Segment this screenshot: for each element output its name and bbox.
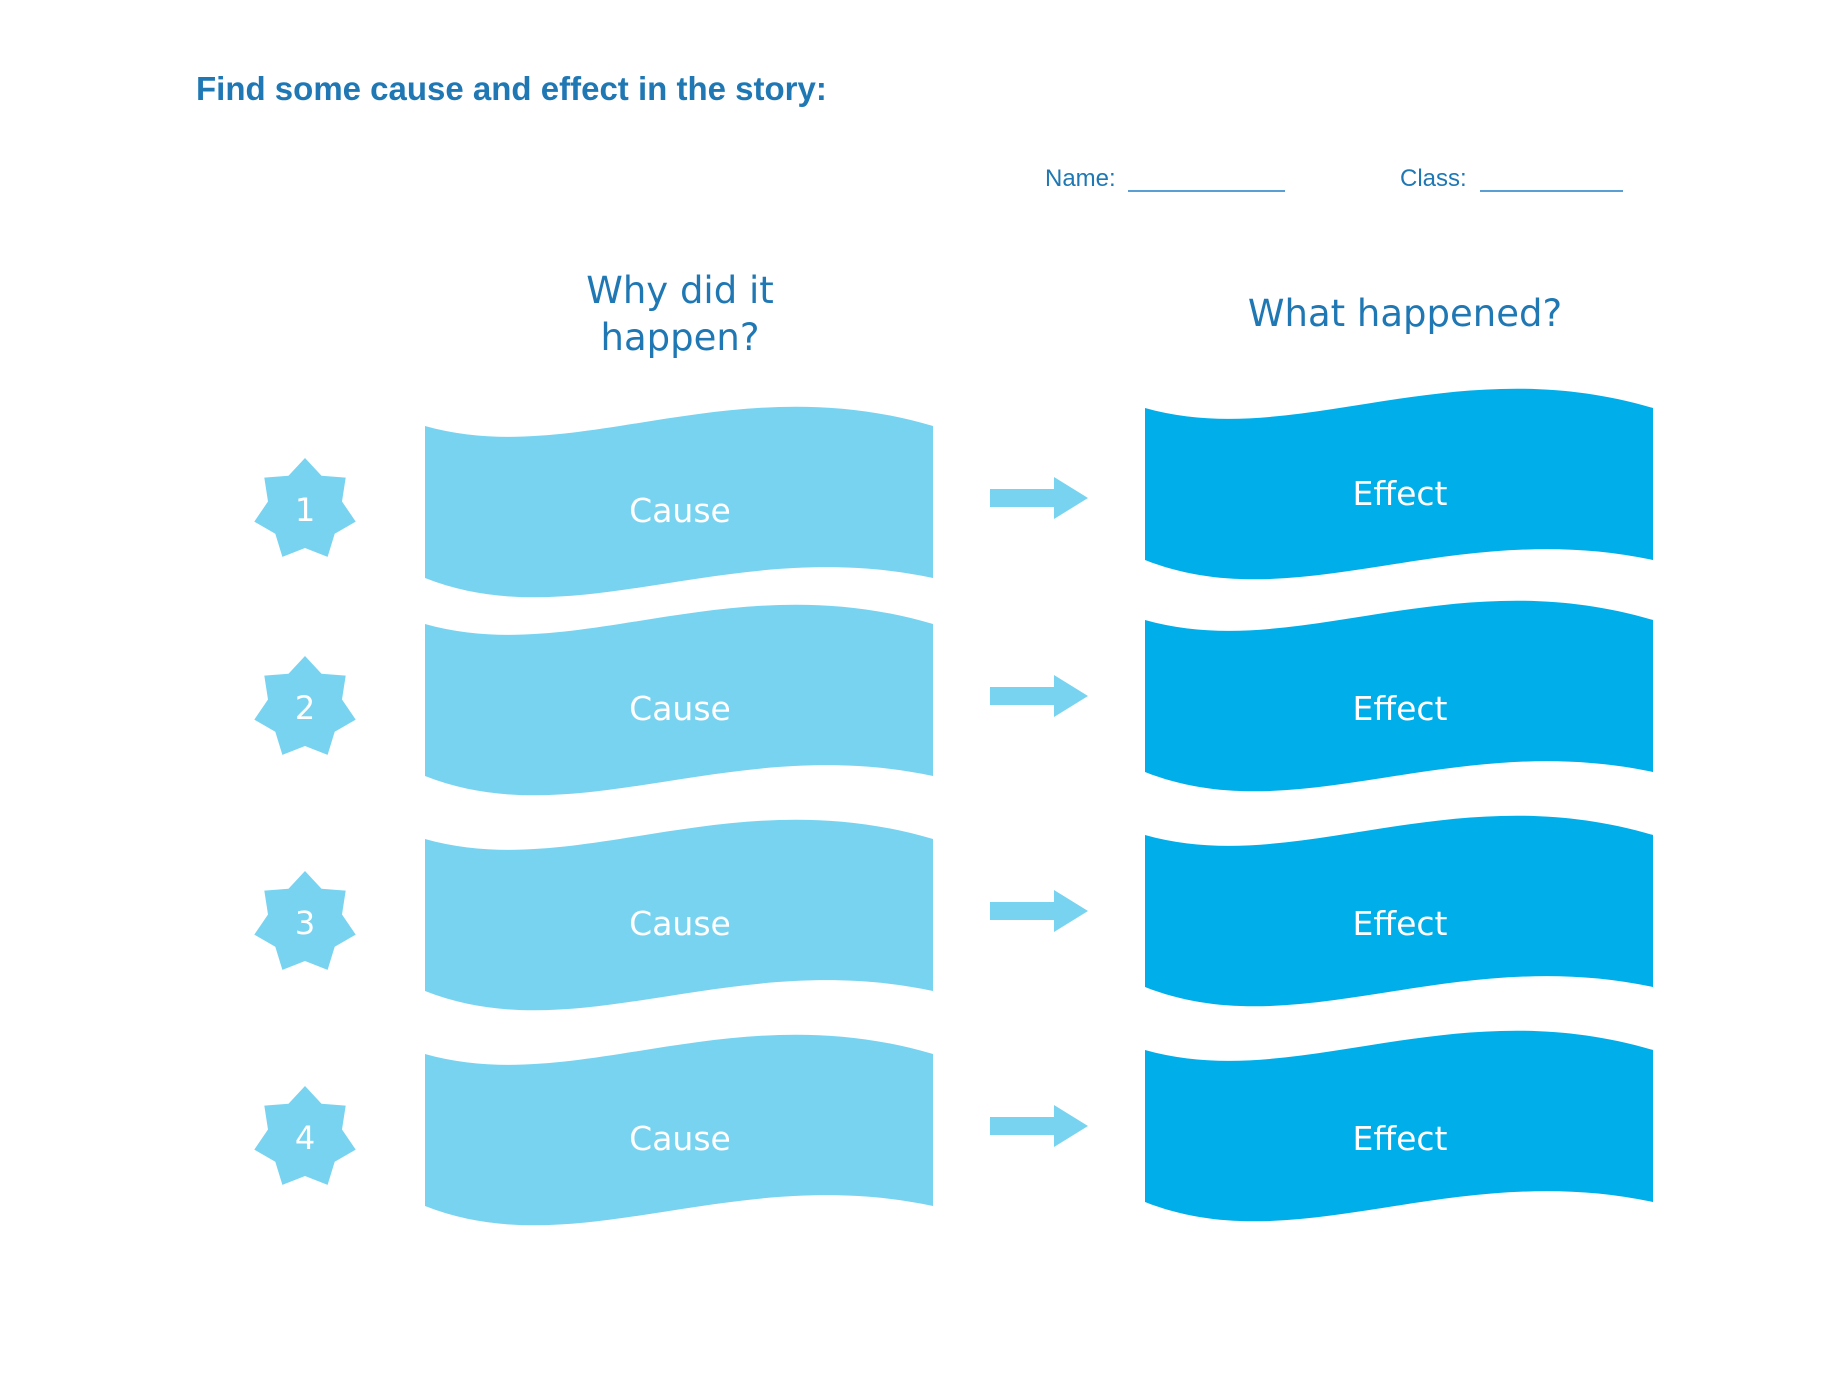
- row-number: 2: [295, 689, 315, 727]
- cause-label: Cause: [629, 689, 731, 728]
- arrow-right-icon: [990, 675, 1088, 717]
- effect-banner: [1145, 815, 1653, 1007]
- arrow-right-icon: [990, 1105, 1088, 1147]
- star-badge-icon: [254, 871, 356, 970]
- arrow-right-icon: [990, 890, 1088, 932]
- arrow-right-icon: [990, 477, 1088, 519]
- class-label: Class:: [1400, 165, 1467, 192]
- row-4: 4 Cause Effect: [254, 1030, 1653, 1226]
- row-2: 2 Cause Effect: [254, 600, 1653, 796]
- star-badge-icon: [254, 458, 356, 557]
- effect-banner: [1145, 600, 1653, 792]
- cause-label: Cause: [629, 904, 731, 943]
- cause-banner: [425, 406, 933, 598]
- cause-label: Cause: [629, 1119, 731, 1158]
- name-label: Name:: [1045, 165, 1116, 192]
- cause-column-header: Why did it happen?: [586, 269, 774, 359]
- effect-label: Effect: [1353, 689, 1448, 728]
- effect-label: Effect: [1353, 904, 1448, 943]
- effect-label: Effect: [1353, 474, 1448, 513]
- star-badge-icon: [254, 1086, 356, 1185]
- effect-column-header: What happened?: [1247, 292, 1563, 335]
- row-number: 3: [295, 904, 315, 942]
- effect-banner: [1145, 388, 1653, 580]
- name-field[interactable]: [1128, 190, 1285, 192]
- star-badge-icon: [254, 656, 356, 755]
- row-number: 4: [295, 1119, 315, 1157]
- effect-banner: [1145, 1030, 1653, 1222]
- row-1: 1 Cause Effect: [254, 388, 1653, 598]
- row-3: 3 Cause Effect: [254, 815, 1653, 1011]
- effect-label: Effect: [1353, 1119, 1448, 1158]
- cause-banner: [425, 819, 933, 1011]
- cause-label: Cause: [629, 491, 731, 530]
- cause-banner: [425, 1034, 933, 1226]
- class-field[interactable]: [1480, 190, 1623, 192]
- row-number: 1: [295, 491, 315, 529]
- cause-banner: [425, 604, 933, 796]
- page-title: Find some cause and effect in the story:: [196, 70, 827, 107]
